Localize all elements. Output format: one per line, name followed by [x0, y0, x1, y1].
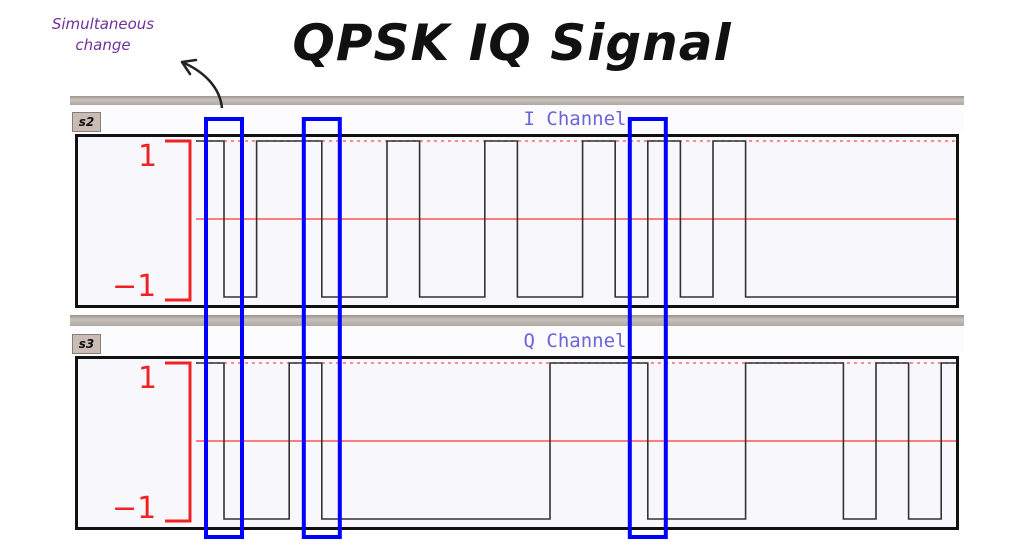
panel-tag-s2[interactable]: s2 [72, 112, 101, 132]
simultaneous-change-box [627, 117, 668, 539]
annotation-label: Simultaneous change [51, 15, 155, 54]
signal-trace [195, 362, 956, 520]
y-axis-bracket [165, 361, 192, 523]
simultaneous-change-box [204, 117, 244, 539]
page-title: QPSK IQ Signal [292, 14, 732, 72]
y-axis-bracket [165, 139, 192, 302]
ytick-label: 1 [138, 361, 157, 396]
ytick-label: 1 [138, 139, 157, 174]
ytick-label: −1 [112, 491, 156, 526]
arrow-icon [181, 60, 224, 109]
chart-title-i: I Channel [523, 108, 627, 130]
panel-divider [70, 96, 964, 105]
panel-divider [70, 315, 964, 326]
panel-header [70, 326, 964, 355]
q-channel-plot [75, 356, 959, 530]
arrowhead-icon [180, 58, 198, 76]
panel-tag-s3[interactable]: s3 [72, 334, 101, 354]
i-channel-marks: 1 −1 [112, 139, 958, 304]
highlight-boxes [204, 117, 668, 539]
ytick-label: −1 [112, 269, 156, 304]
signal-trace [195, 140, 956, 298]
q-channel-marks: 1 −1 [112, 361, 958, 526]
simultaneous-change-box [301, 117, 342, 539]
chart-title-q: Q Channel [523, 330, 627, 352]
